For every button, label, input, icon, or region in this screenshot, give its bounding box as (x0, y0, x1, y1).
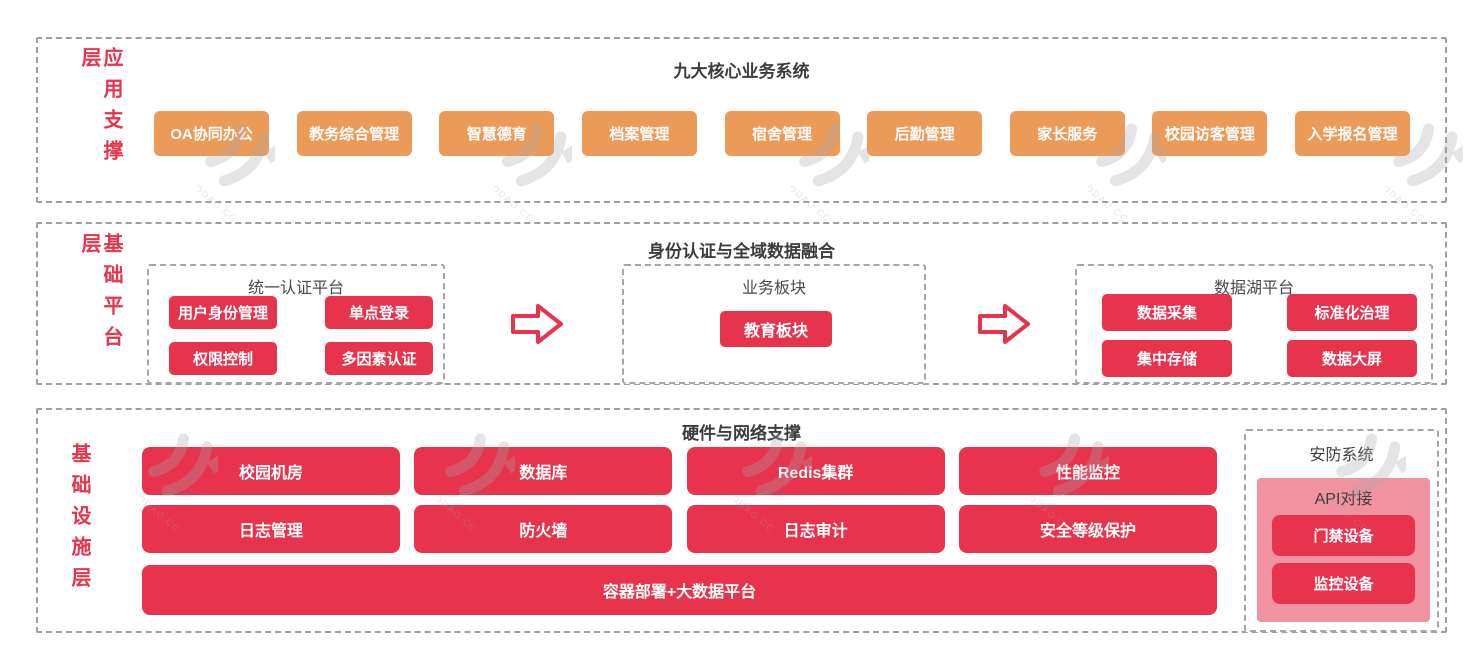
infra-row-1: 校园机房 数据库 Redis集群 性能监控 (142, 447, 1217, 495)
arrow-right-icon (978, 304, 1030, 344)
unified-auth-group: 统一认证平台 用户身份管理 单点登录 权限控制 多因素认证 (147, 264, 445, 384)
app-system-button[interactable]: 家长服务 (1009, 111, 1125, 156)
platform-layer-title: 身份认证与全域数据融合 (648, 242, 835, 261)
api-panel-title: API对接 (1314, 491, 1373, 508)
security-system-title: 安防系统 (1309, 447, 1374, 464)
data-lake-group: 数据湖平台 数据采集 标准化治理 集中存储 数据大屏 (1075, 264, 1433, 384)
business-section-group: 业务板块 教育板块 (622, 264, 926, 384)
data-lake-button[interactable]: 数据大屏 (1287, 340, 1417, 377)
app-layer-title: 九大核心业务系统 (673, 62, 810, 81)
infra-button[interactable]: 性能监控 (958, 447, 1217, 495)
infra-button[interactable]: 日志审计 (686, 505, 945, 553)
platform-layer-label: 基础平台层 (78, 233, 122, 357)
auth-button[interactable]: 多因素认证 (325, 342, 433, 375)
data-lake-button[interactable]: 标准化治理 (1287, 294, 1417, 331)
app-layer-label: 应用支撑层 (78, 47, 122, 171)
app-support-layer: 应用支撑层 九大核心业务系统 OA协同办公 教务综合管理 智慧德育 档案管理 宿… (36, 37, 1447, 203)
app-system-button[interactable]: 宿舍管理 (724, 111, 840, 156)
data-lake-button[interactable]: 数据采集 (1102, 294, 1232, 331)
app-system-button[interactable]: 档案管理 (581, 111, 697, 156)
data-lake-button[interactable]: 集中存储 (1102, 340, 1232, 377)
security-device-button[interactable]: 门禁设备 (1272, 515, 1415, 556)
infra-button[interactable]: 防火墙 (414, 505, 673, 553)
infra-button[interactable]: 数据库 (414, 447, 673, 495)
app-system-button[interactable]: 校园访客管理 (1152, 111, 1268, 156)
infra-row-2: 日志管理 防火墙 日志审计 安全等级保护 (142, 505, 1217, 553)
infra-button[interactable]: 安全等级保护 (958, 505, 1217, 553)
platform-layer: 基础平台层 身份认证与全域数据融合 统一认证平台 用户身份管理 单点登录 权限控… (36, 222, 1447, 385)
infra-layer-title: 硬件与网络支撑 (682, 424, 801, 443)
app-system-button[interactable]: 教务综合管理 (296, 111, 412, 156)
api-panel: API对接 门禁设备 监控设备 (1257, 478, 1430, 622)
data-lake-title: 数据湖平台 (1213, 280, 1294, 297)
security-device-button[interactable]: 监控设备 (1272, 563, 1415, 604)
app-system-button[interactable]: 后勤管理 (867, 111, 983, 156)
business-section-title: 业务板块 (741, 280, 806, 297)
app-button-row: OA协同办公 教务综合管理 智慧德育 档案管理 宿舍管理 后勤管理 家长服务 校… (154, 111, 1410, 156)
infra-button[interactable]: 日志管理 (142, 505, 400, 553)
arrow-right-icon (511, 304, 563, 344)
infra-button[interactable]: 校园机房 (142, 447, 400, 495)
app-system-button[interactable]: 入学报名管理 (1295, 111, 1410, 156)
auth-button[interactable]: 权限控制 (169, 342, 277, 375)
infra-button[interactable]: Redis集群 (686, 447, 945, 495)
security-system-group: 安防系统 API对接 门禁设备 监控设备 (1244, 429, 1439, 632)
infra-layer-label: 基础设施层 (68, 443, 90, 598)
app-system-button[interactable]: OA协同办公 (154, 111, 269, 156)
education-section-button[interactable]: 教育板块 (720, 311, 832, 347)
auth-button[interactable]: 用户身份管理 (169, 296, 277, 329)
auth-button[interactable]: 单点登录 (325, 296, 433, 329)
container-bigdata-button[interactable]: 容器部署+大数据平台 (142, 565, 1217, 615)
app-system-button[interactable]: 智慧德育 (439, 111, 555, 156)
unified-auth-title: 统一认证平台 (247, 280, 344, 297)
infrastructure-layer: 基础设施层 硬件与网络支撑 校园机房 数据库 Redis集群 性能监控 日志管理… (36, 408, 1447, 633)
